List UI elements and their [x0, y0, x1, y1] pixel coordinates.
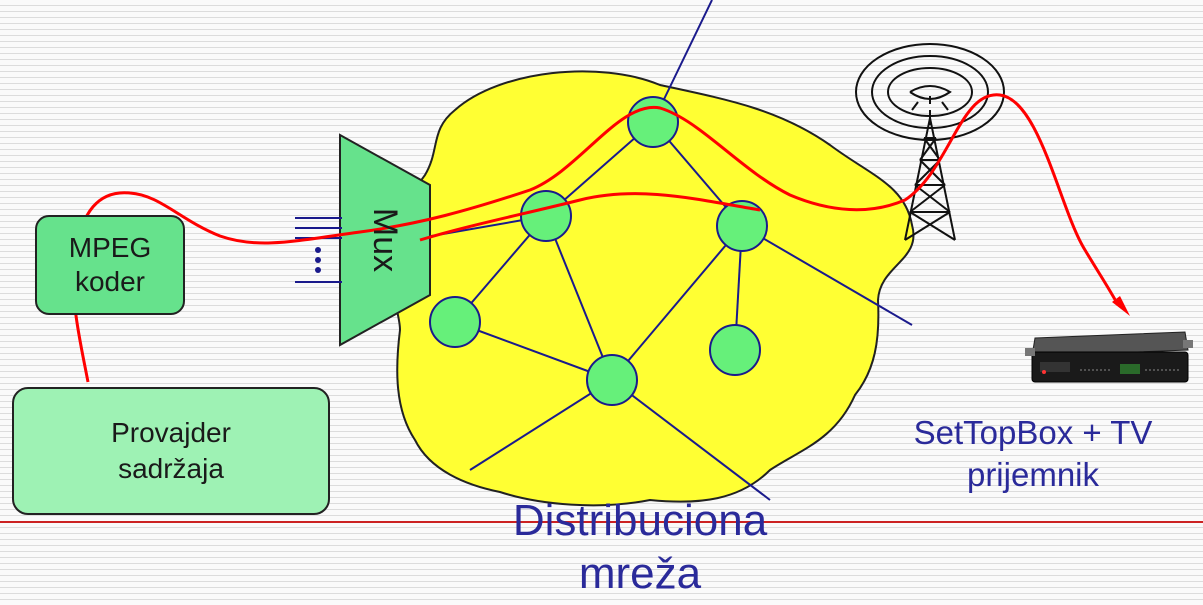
link — [469, 379, 613, 471]
settopbox-label-line1: SetTopBox + TV — [913, 414, 1153, 451]
link — [545, 215, 613, 381]
broadcast-waves-icon — [855, 43, 1005, 141]
node — [716, 200, 768, 252]
signal-path — [72, 93, 1120, 383]
link — [454, 321, 613, 381]
mpeg-coder-box: MPEG koder — [35, 215, 185, 315]
mux-block — [339, 133, 431, 347]
node — [709, 324, 761, 376]
mpeg-coder-label-line1: MPEG — [68, 232, 152, 264]
ellipsis-dots — [315, 247, 321, 273]
node — [586, 354, 638, 406]
node — [429, 296, 481, 348]
node — [627, 96, 679, 148]
link — [611, 225, 743, 381]
network-label-line2: mreža — [578, 548, 702, 598]
content-provider-box: Provajder sadržaja — [12, 387, 330, 515]
network-nodes — [429, 96, 768, 406]
link — [741, 225, 913, 326]
arrowhead-icon — [1112, 296, 1130, 316]
node — [520, 190, 572, 242]
mpeg-coder-label-line2: koder — [74, 266, 146, 297]
provider-label-line1: Provajder — [111, 416, 231, 448]
network-label: Distribuciona mreža — [470, 495, 810, 601]
link — [611, 379, 771, 501]
network-label-line1: Distribuciona — [512, 496, 768, 545]
mux-label: Mux — [366, 207, 405, 273]
settopbox-icon — [1025, 331, 1193, 383]
settopbox-label-line2: prijemnik — [966, 456, 1100, 494]
provider-label-line2: sadržaja — [118, 453, 224, 484]
settopbox-label: SetTopBox + TV prijemnik — [868, 412, 1198, 496]
